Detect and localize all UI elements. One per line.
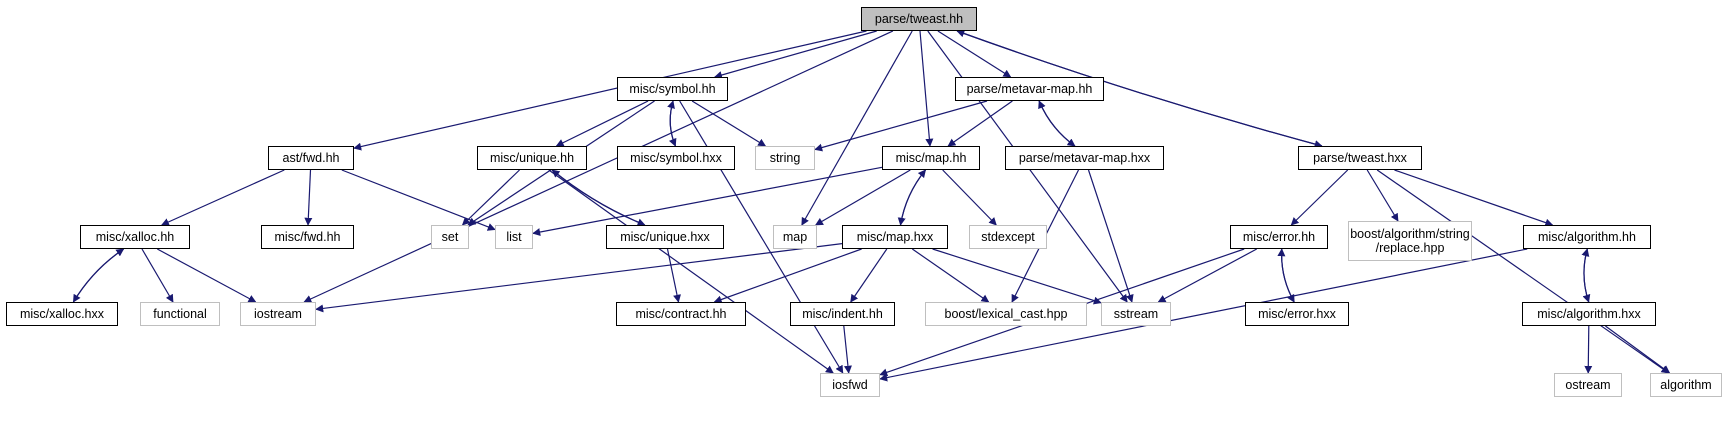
replace-hpp-line2: /replace.hpp <box>1375 241 1445 255</box>
edge-symbol_hh-to-string <box>691 100 767 147</box>
edge-map_hxx-to-indent_hh <box>850 248 888 303</box>
node-misc-algorithm-hh[interactable]: misc/algorithm.hh <box>1523 225 1651 249</box>
node-boost-lexical-cast-hpp: boost/lexical_cast.hpp <box>925 302 1087 326</box>
edge-tweast_hxx-to-tweast_hh <box>956 29 1323 147</box>
edge-map_hxx-to-iostream <box>315 243 843 313</box>
edge-metavar_map_hxx-to-metavar_map_hh <box>1038 100 1076 147</box>
edge-unique_hh-to-unique_hxx <box>551 169 646 226</box>
node-iostream: iostream <box>240 302 316 326</box>
edge-metavar_map_hh-to-metavar_map_hxx <box>1038 100 1076 147</box>
edge-tweast_hh-to-map_hh <box>919 30 934 147</box>
node-functional: functional <box>140 302 220 326</box>
edge-map_hxx-to-map_hh <box>899 169 927 226</box>
edge-ast_fwd_hh-to-xalloc_hh <box>160 169 285 226</box>
edge-xalloc_hxx-to-xalloc_hh <box>72 248 125 303</box>
edge-symbol_hh-to-unique_hh <box>555 100 649 147</box>
node-misc-algorithm-hxx[interactable]: misc/algorithm.hxx <box>1522 302 1656 326</box>
edge-xalloc_hh-to-iostream <box>157 248 257 303</box>
edge-tweast_hh-to-ast_fwd_hh <box>353 30 867 151</box>
edge-tweast_hxx-to-replace_hpp <box>1366 169 1399 222</box>
edge-metavar_map_hh-to-map_hh <box>947 100 1013 147</box>
node-set: set <box>431 225 469 249</box>
node-stdexcept: stdexcept <box>969 225 1047 249</box>
node-misc-xalloc-hxx[interactable]: misc/xalloc.hxx <box>6 302 118 326</box>
replace-hpp-line1: boost/algorithm/string <box>1350 227 1470 241</box>
edge-map_hxx-to-sstream <box>932 248 1102 305</box>
edge-metavar_map_hh-to-string <box>814 100 988 152</box>
edge-tweast_hh-to-symbol_hh <box>714 30 877 79</box>
node-misc-indent-hh[interactable]: misc/indent.hh <box>790 302 895 326</box>
edge-tweast_hh-to-map <box>801 30 913 226</box>
edge-unique_hh-to-set <box>461 169 520 226</box>
edge-tweast_hxx-to-algorithm_hh <box>1394 169 1554 227</box>
node-iosfwd: iosfwd <box>820 373 880 397</box>
node-boost-algorithm-string-replace-hpp: boost/algorithm/string /replace.hpp <box>1348 221 1472 261</box>
node-misc-contract-hh[interactable]: misc/contract.hh <box>616 302 746 326</box>
node-misc-error-hh[interactable]: misc/error.hh <box>1230 225 1328 249</box>
node-string: string <box>755 146 815 170</box>
edge-map_hh-to-stdexcept <box>942 169 997 226</box>
node-misc-unique-hh[interactable]: misc/unique.hh <box>477 146 587 170</box>
edge-tweast_hxx-to-error_hh <box>1290 169 1349 226</box>
edge-algorithm_hxx-to-ostream <box>1584 325 1593 374</box>
node-parse-metavar-map-hxx[interactable]: parse/metavar-map.hxx <box>1005 146 1164 170</box>
node-misc-xalloc-hh[interactable]: misc/xalloc.hh <box>80 225 190 249</box>
node-ostream: ostream <box>1554 373 1622 397</box>
edge-tweast_hh-to-metavar_map_hh <box>937 30 1012 78</box>
edge-symbol_hxx-to-symbol_hh <box>667 100 676 147</box>
edge-tweast_hh-to-iostream <box>303 30 894 303</box>
edge-algorithm_hxx-to-algorithm <box>1605 325 1671 374</box>
node-misc-map-hh[interactable]: misc/map.hh <box>882 146 980 170</box>
node-parse-tweast-hh[interactable]: parse/tweast.hh <box>861 7 977 31</box>
node-algorithm: algorithm <box>1650 373 1722 397</box>
edge-error_hxx-to-error_hh <box>1277 248 1295 303</box>
edge-xalloc_hh-to-functional <box>141 248 174 303</box>
node-misc-unique-hxx[interactable]: misc/unique.hxx <box>606 225 724 249</box>
node-misc-fwd-hh[interactable]: misc/fwd.hh <box>261 225 354 249</box>
edge-error_hh-to-sstream <box>1157 248 1257 303</box>
edge-unique_hxx-to-unique_hh <box>551 169 646 226</box>
node-parse-tweast-hxx[interactable]: parse/tweast.hxx <box>1298 146 1422 170</box>
edge-indent_hh-to-iosfwd <box>843 325 852 374</box>
node-misc-symbol-hh[interactable]: misc/symbol.hh <box>617 77 728 101</box>
edge-map_hxx-to-lexical_cast_hpp <box>911 248 990 303</box>
edge-unique_hxx-to-contract_hh <box>666 248 681 303</box>
node-sstream: sstream <box>1101 302 1171 326</box>
node-list: list <box>495 225 533 249</box>
node-misc-map-hxx[interactable]: misc/map.hxx <box>842 225 948 249</box>
edge-ast_fwd_hh-to-list <box>341 169 496 231</box>
node-misc-error-hxx[interactable]: misc/error.hxx <box>1245 302 1349 326</box>
node-map: map <box>773 225 817 249</box>
edge-map_hh-to-map_hxx <box>897 169 926 226</box>
edge-algorithm_hxx-to-algorithm_hh <box>1581 248 1590 303</box>
edge-ast_fwd_hh-to-misc_fwd_hh <box>304 169 313 226</box>
edge-symbol_hh-to-iosfwd <box>679 100 844 374</box>
edge-unique_hh-to-iosfwd <box>548 169 834 374</box>
edge-map_hh-to-list <box>532 166 883 236</box>
edge-map_hh-to-map <box>815 169 911 226</box>
edge-map_hxx-to-contract_hh <box>713 248 862 304</box>
node-misc-symbol-hxx[interactable]: misc/symbol.hxx <box>617 146 735 170</box>
edge-algorithm_hh-to-iosfwd <box>879 248 1528 382</box>
node-parse-metavar-map-hh[interactable]: parse/metavar-map.hh <box>955 77 1104 101</box>
edge-metavar_map_hxx-to-sstream <box>1087 169 1134 303</box>
edge-xalloc_hh-to-xalloc_hxx <box>72 248 124 303</box>
edge-tweast_hxx-to-algorithm <box>1376 169 1670 374</box>
node-ast-fwd-hh[interactable]: ast/fwd.hh <box>268 146 354 170</box>
